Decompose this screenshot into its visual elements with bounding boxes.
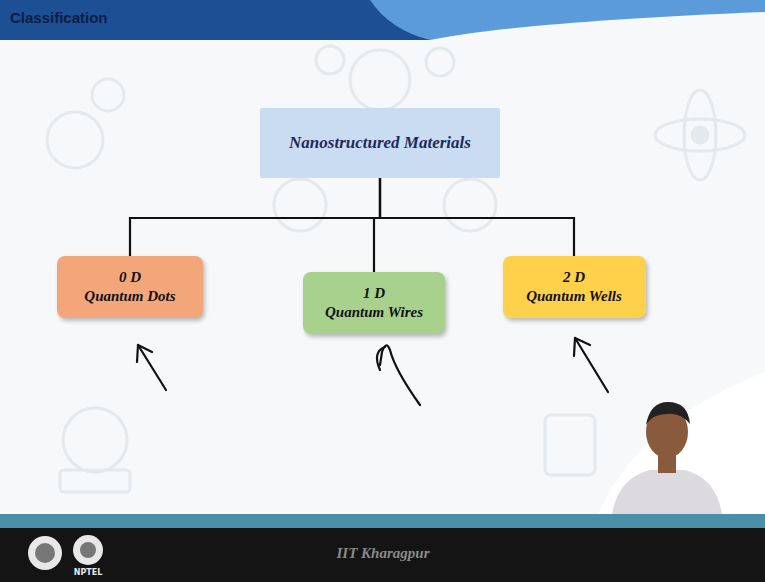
logos <box>28 535 103 570</box>
box-text: Quantum Dots <box>84 287 175 306</box>
header-wave <box>430 12 765 40</box>
footer-band <box>0 514 765 528</box>
box-heading: Nanostructured Materials <box>289 132 471 153</box>
tree-connector <box>380 178 574 256</box>
presenter-video <box>598 372 765 514</box>
faint-icons <box>47 46 745 492</box>
slide-title: Classification <box>10 9 108 26</box>
box-heading: 1 D <box>363 284 385 303</box>
box-heading: 2 D <box>563 268 585 287</box>
footer-bar <box>0 528 765 582</box>
box-text: Quantum Wires <box>325 303 423 322</box>
hand-drawn-arrows <box>137 338 608 405</box>
category-box: 0 DQuantum Dots <box>57 256 203 318</box>
box-heading: 0 D <box>119 268 141 287</box>
header-bar <box>0 0 765 40</box>
header-band <box>0 0 430 40</box>
tree-connector <box>130 178 380 256</box>
box-text: Quantum Wells <box>526 287 622 306</box>
category-box: 1 DQuantum Wires <box>303 272 445 334</box>
logo-text: NPTEL <box>74 568 103 577</box>
category-box: 2 DQuantum Wells <box>503 256 646 318</box>
watermark: IIT Kharagpur <box>337 545 430 562</box>
root-box: Nanostructured Materials <box>260 108 500 178</box>
